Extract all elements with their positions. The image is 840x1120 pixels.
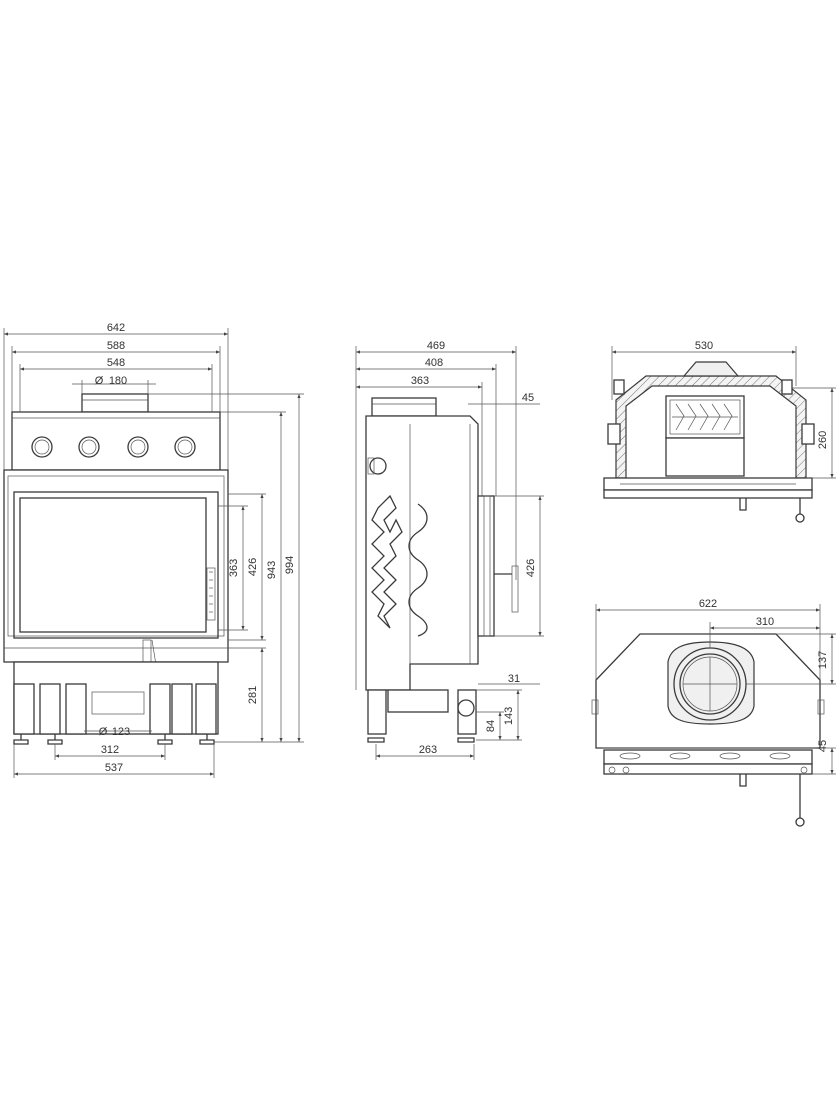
dim-588: 588 [107, 340, 125, 352]
top-dimensions: 530 260 [611, 340, 836, 479]
dim-363-side: 363 [411, 375, 429, 387]
flue-diameter-symbol: Ø [95, 375, 104, 387]
dim-530: 530 [695, 340, 713, 352]
dim-137: 137 [817, 651, 829, 669]
dim-180: 180 [109, 375, 127, 387]
dim-45-bottom: 45 [817, 740, 829, 752]
inlet-diameter-symbol: Ø [99, 726, 108, 738]
dim-263: 263 [419, 744, 437, 756]
dim-123: 123 [112, 726, 130, 738]
dim-537: 537 [105, 762, 123, 774]
dim-31: 31 [508, 673, 520, 685]
dim-943: 943 [266, 561, 278, 579]
bottom-view: 622 310 137 45 [591, 598, 836, 827]
dim-622: 622 [699, 598, 717, 610]
dim-281: 281 [247, 686, 259, 704]
dim-143: 143 [503, 707, 515, 725]
side-dimensions: 469 408 363 45 426 31 143 84 [355, 340, 544, 760]
dim-548: 548 [107, 357, 125, 369]
dim-260: 260 [817, 431, 829, 449]
dim-363: 363 [228, 559, 240, 577]
dim-426-front: 426 [247, 558, 259, 576]
side-view: 469 408 363 45 426 31 143 84 [355, 340, 544, 760]
dim-312: 312 [101, 744, 119, 756]
dim-994: 994 [284, 556, 296, 574]
dim-45-side: 45 [522, 392, 534, 404]
front-view: 642 588 548 Ø 180 363 426 [3, 322, 304, 778]
dim-642: 642 [107, 322, 125, 334]
bottom-dimensions: 622 310 137 45 [595, 598, 836, 775]
dim-84: 84 [485, 720, 497, 732]
front-dimensions: 642 588 548 Ø 180 363 426 [3, 322, 304, 778]
dim-408: 408 [425, 357, 443, 369]
top-view: 530 260 [603, 340, 836, 523]
dim-469: 469 [427, 340, 445, 352]
dim-426-side: 426 [525, 559, 537, 577]
dim-310: 310 [756, 616, 774, 628]
